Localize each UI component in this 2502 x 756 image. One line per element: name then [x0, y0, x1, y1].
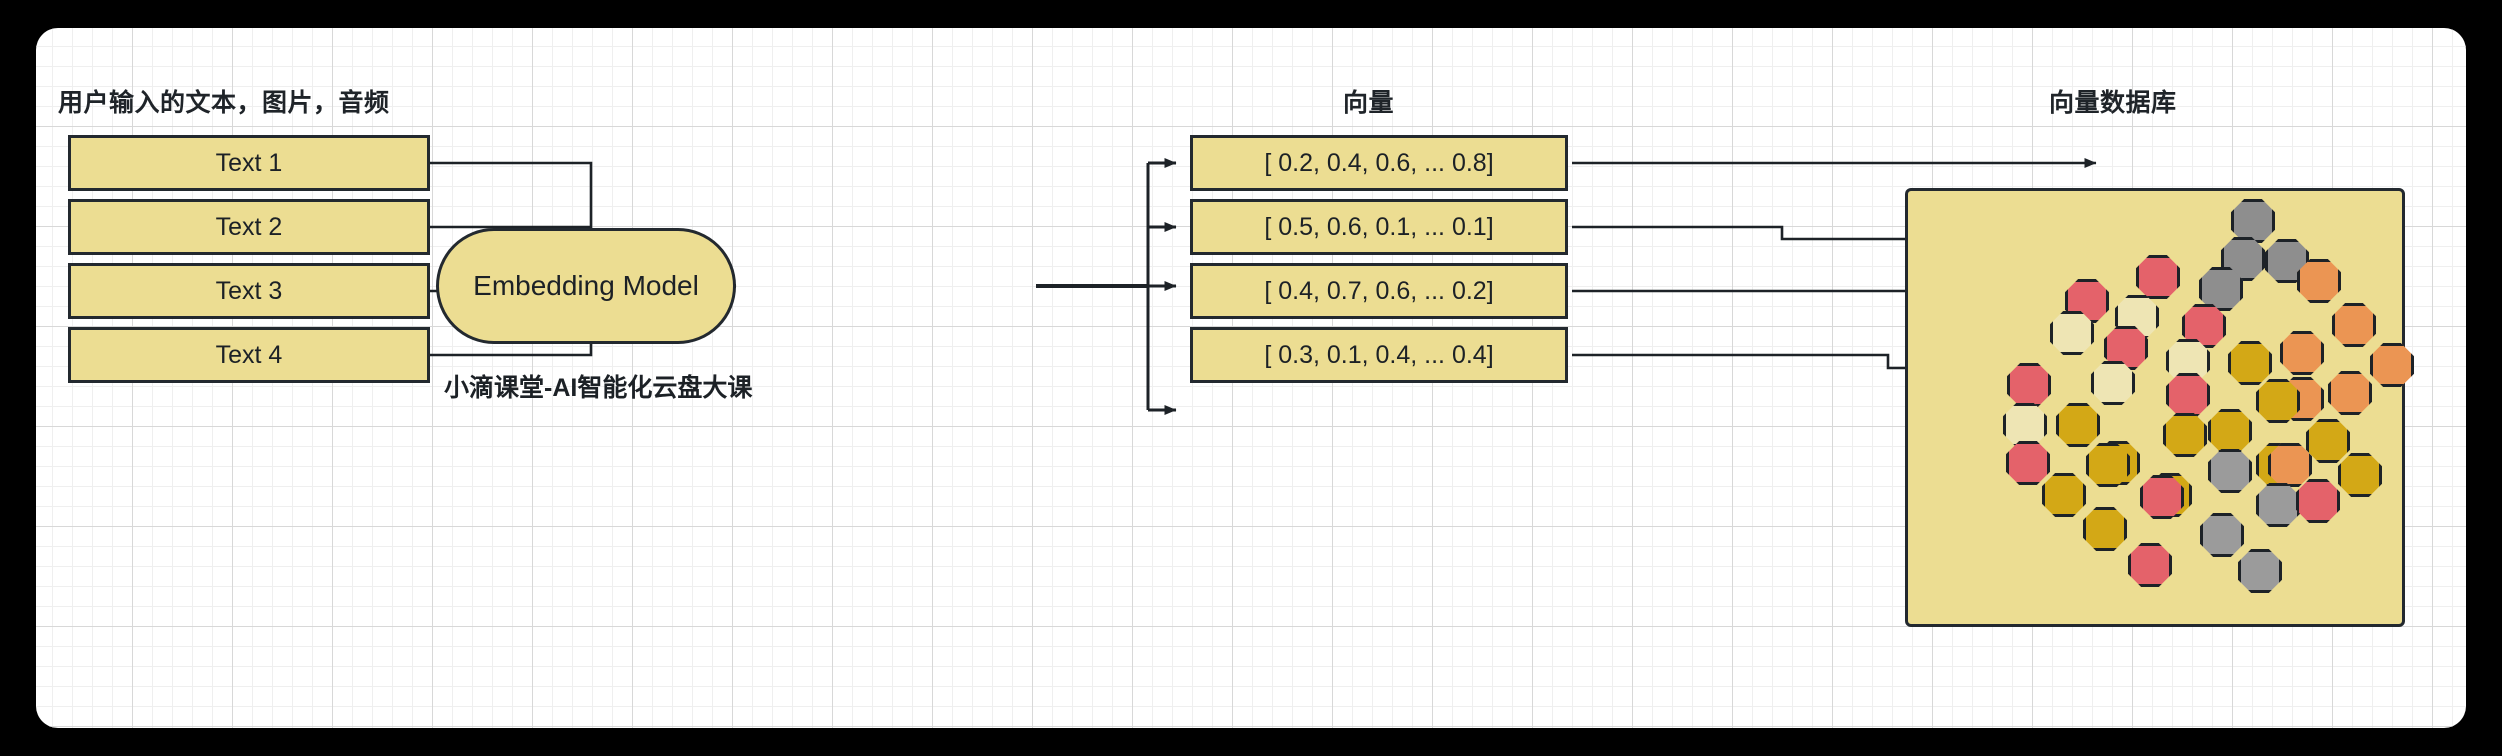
vector-box[interactable]: [ 0.2, 0.4, 0.6, ... 0.8] [1190, 135, 1568, 191]
vector-node [2083, 507, 2127, 551]
vector-database-box[interactable] [1905, 188, 2414, 627]
vector-node [2042, 473, 2086, 517]
vector-node [2140, 475, 2184, 519]
vector-box[interactable]: [ 0.4, 0.7, 0.6, ... 0.2] [1190, 263, 1568, 319]
input-text-box[interactable]: Text 2 [68, 199, 430, 255]
vector-node [2199, 267, 2243, 311]
embedding-model-node[interactable]: Embedding Model [436, 228, 736, 344]
vector-node [2007, 363, 2051, 407]
vector-node [2006, 441, 2050, 485]
input-text-box[interactable]: Text 1 [68, 135, 430, 191]
diagram-canvas: 用户输入的文本，图片，音频 向量 向量数据库 Text 1 Text 2 Tex… [36, 28, 2466, 728]
vector-node [2231, 199, 2275, 243]
vector-node [2306, 419, 2350, 463]
vector-node [2238, 549, 2282, 593]
vector-node [2332, 303, 2376, 347]
input-text-box[interactable]: Text 4 [68, 327, 430, 383]
vector-node [2136, 255, 2180, 299]
vector-node [2268, 443, 2312, 487]
vector-node [2050, 311, 2094, 355]
vector-node [2200, 513, 2244, 557]
vector-node [2256, 483, 2300, 527]
vector-node [2208, 449, 2252, 493]
vector-node [2208, 409, 2252, 453]
inputs-header: 用户输入的文本，图片，音频 [58, 89, 390, 117]
vector-node [2296, 479, 2340, 523]
input-text-box[interactable]: Text 3 [68, 263, 430, 319]
vector-node [2338, 453, 2382, 497]
vector-node [2163, 413, 2207, 457]
vector-node [2056, 403, 2100, 447]
vector-node [2370, 343, 2414, 387]
vector-node [2297, 259, 2341, 303]
vector-node [2256, 379, 2300, 423]
vector-node [2128, 543, 2172, 587]
model-to-vector-connectors [1036, 158, 1177, 415]
vector-node [2091, 361, 2135, 405]
vector-box[interactable]: [ 0.5, 0.6, 0.1, ... 0.1] [1190, 199, 1568, 255]
vector-node [2280, 331, 2324, 375]
vector-node [2003, 403, 2047, 447]
vectors-header: 向量 [1343, 89, 1395, 117]
database-header: 向量数据库 [2049, 89, 2177, 117]
vector-node [2166, 373, 2210, 417]
vector-node [2328, 371, 2372, 415]
vector-box[interactable]: [ 0.3, 0.1, 0.4, ... 0.4] [1190, 327, 1568, 383]
vector-node [2228, 341, 2272, 385]
vector-node [2086, 443, 2130, 487]
model-caption: 小滴课堂-AI智能化云盘大课 [444, 374, 753, 402]
